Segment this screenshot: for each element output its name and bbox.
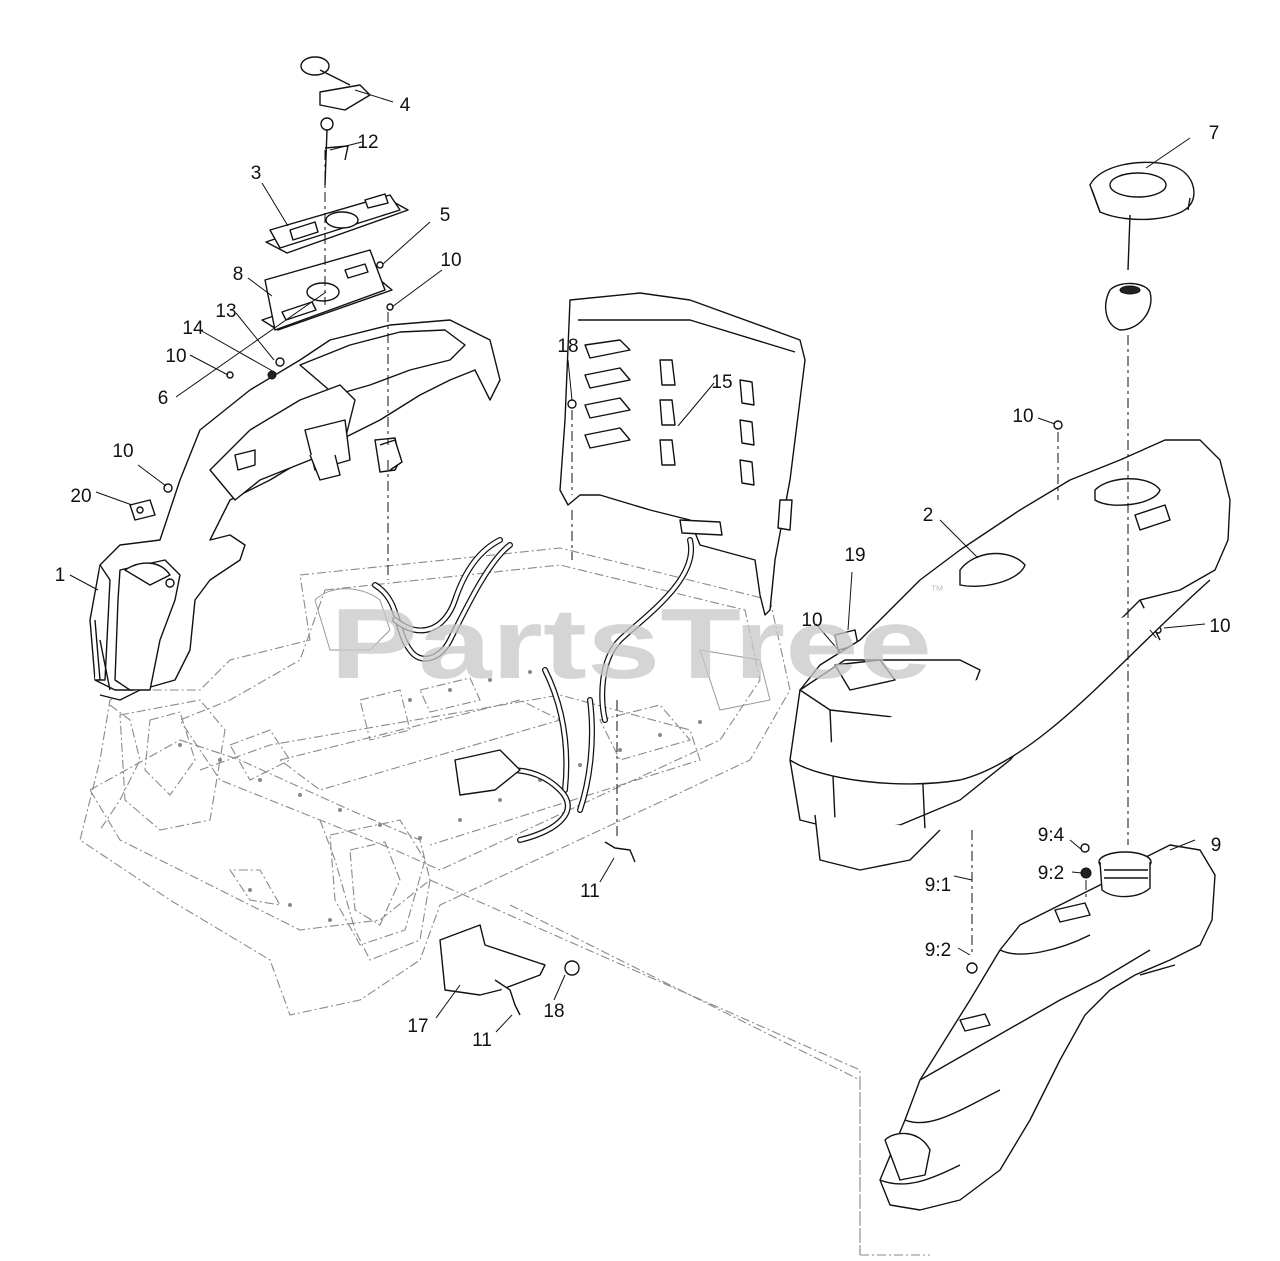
watermark: PartsTree ™ (330, 582, 944, 700)
callout-20: 20 (70, 486, 91, 507)
fuel-tank-part-9 (879, 844, 1216, 1211)
left-fender-part-1 (89, 319, 501, 701)
fuel-cap-part-7 (1089, 161, 1195, 331)
callout-11a: 11 (580, 881, 600, 902)
guard-plate-part-17 (439, 924, 546, 1016)
callout-10a: 10 (440, 250, 461, 271)
callout-13: 13 (215, 301, 236, 322)
callout-14: 14 (182, 318, 204, 339)
callout-2: 2 (923, 505, 934, 526)
callout-18b: 18 (543, 1001, 564, 1022)
callout-labels: 1 2 3 4 5 6 7 8 9 9:1 9:2 9:2 9:4 10 10 … (55, 95, 1231, 1051)
callout-10f: 10 (1209, 616, 1230, 637)
callout-15: 15 (711, 372, 732, 393)
watermark-trademark: ™ (930, 582, 944, 598)
leader-lines (69, 89, 1206, 1033)
callout-11b: 11 (472, 1030, 492, 1051)
mower-frame-phantom (79, 547, 930, 1256)
callout-4: 4 (400, 95, 411, 116)
right-fender-part-2 (789, 439, 1231, 871)
callout-9-4: 9:4 (1038, 825, 1065, 846)
callout-9-1: 9:1 (925, 875, 951, 896)
callout-17: 17 (407, 1016, 428, 1037)
callout-6: 6 (158, 388, 169, 409)
callout-10b: 10 (165, 346, 186, 367)
callout-10e: 10 (801, 610, 822, 631)
seat-bracket-part-15 (559, 292, 806, 616)
callout-7: 7 (1209, 123, 1220, 144)
callout-10d: 10 (1012, 406, 1033, 427)
callout-19: 19 (844, 545, 865, 566)
watermark-text: PartsTree (330, 588, 932, 700)
callout-1: 1 (55, 565, 66, 586)
control-plates (261, 56, 409, 331)
callout-12: 12 (357, 132, 378, 153)
callout-9-2a: 9:2 (1038, 863, 1064, 884)
callout-10c: 10 (112, 441, 133, 462)
callout-5: 5 (440, 205, 451, 226)
callout-9-2b: 9:2 (925, 940, 951, 961)
alignment-lines (324, 150, 1159, 955)
callout-3: 3 (251, 163, 262, 184)
callout-9: 9 (1211, 835, 1222, 856)
callout-8: 8 (233, 264, 244, 285)
callout-18a: 18 (557, 336, 578, 357)
hydraulic-hoses (372, 537, 695, 843)
